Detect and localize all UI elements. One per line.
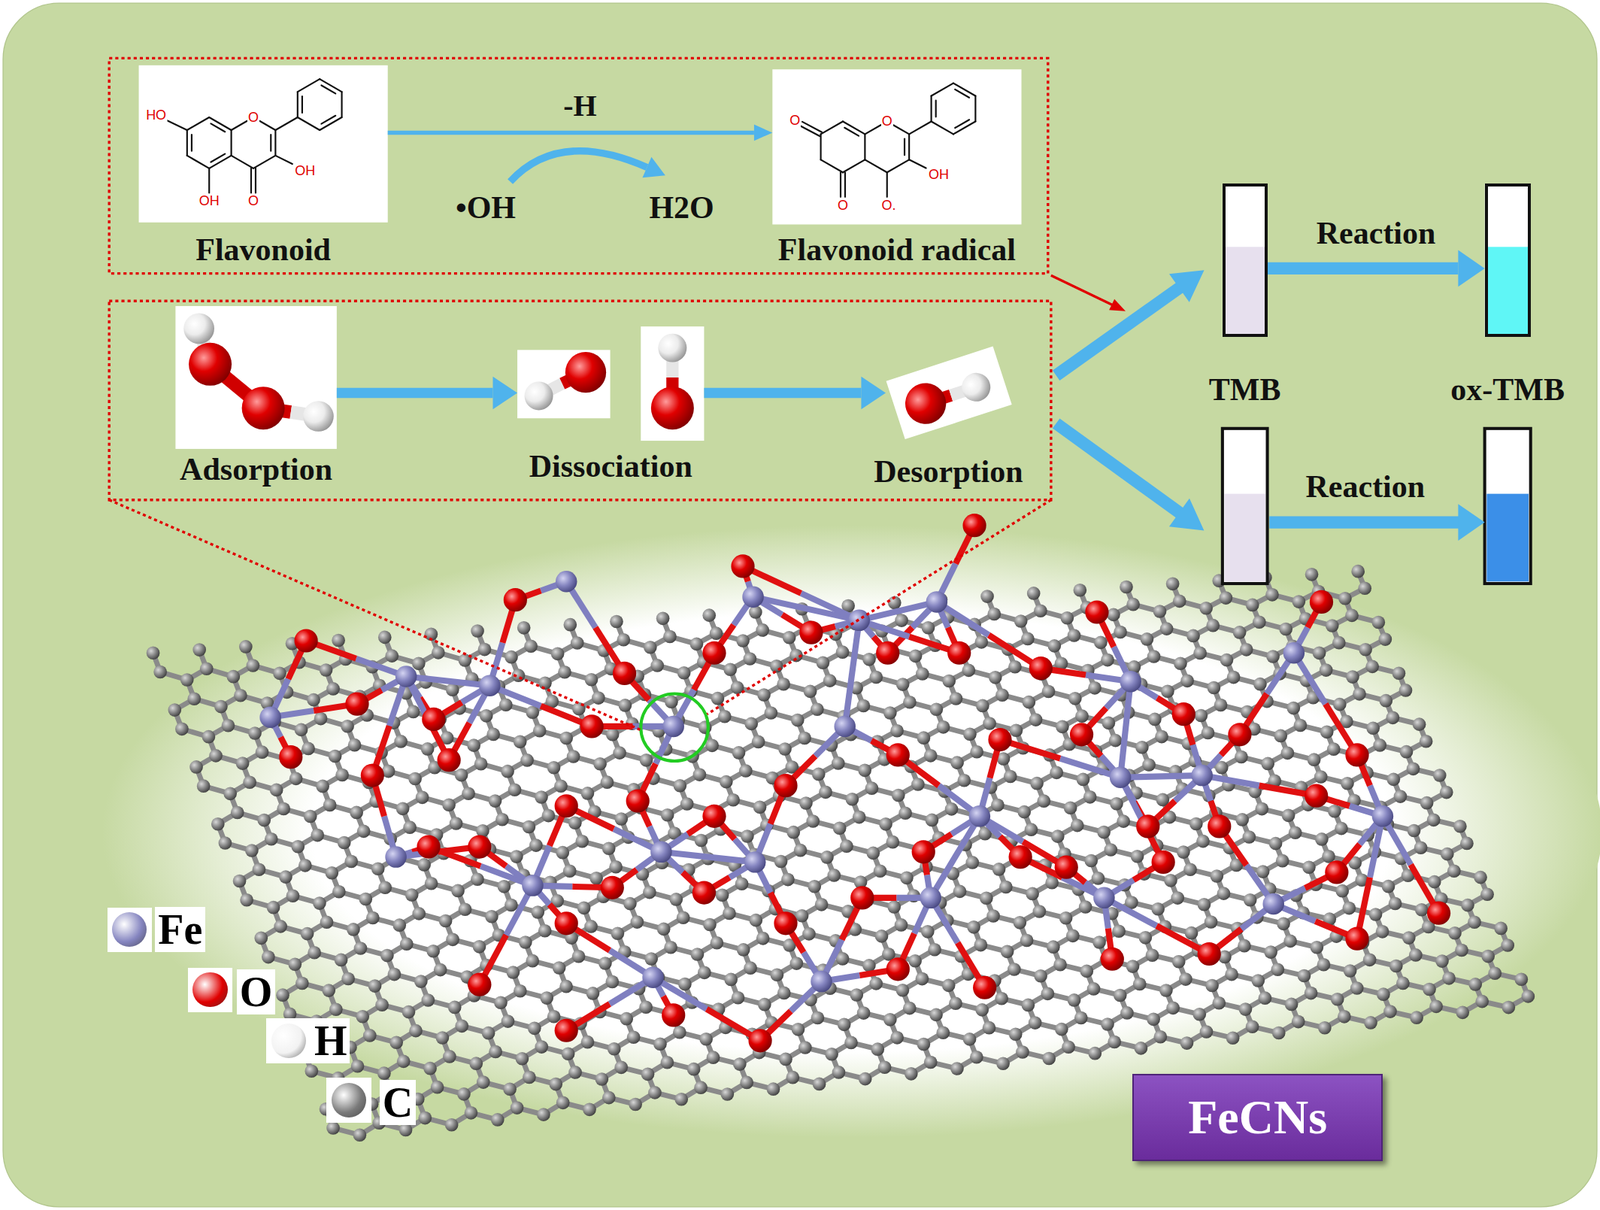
tube-fill — [1222, 183, 1268, 337]
box-title: FeCNs — [1187, 1093, 1328, 1142]
h2o2-molecule — [175, 306, 337, 449]
atom-label: O — [881, 114, 894, 128]
arrow-head — [492, 376, 518, 410]
tube-liquid — [1486, 493, 1529, 582]
arrow-shaft — [387, 130, 755, 135]
atom-label: O — [247, 193, 260, 208]
flavonoid-radical-structure: Flavonoid radicalOOOHOO. — [772, 69, 1022, 225]
material-label-box: FeCNs — [1132, 1073, 1383, 1162]
desorption-step: Desorption — [885, 346, 1012, 440]
atom-label: OH — [198, 193, 221, 208]
glow-ellipse — [102, 525, 1600, 1138]
atom-label: O — [247, 110, 260, 125]
caption: Desorption — [873, 454, 1023, 489]
text-label: Reaction — [1306, 469, 1426, 504]
arrow-shaft — [703, 387, 861, 399]
dotted-frame — [109, 57, 1049, 273]
zoom-line — [707, 500, 1052, 715]
text-label: •OH — [455, 189, 516, 225]
atom-label: O — [836, 198, 849, 213]
legend-backdrop — [107, 907, 153, 953]
tube-liquid — [1224, 246, 1266, 335]
arrow-head — [642, 157, 665, 178]
text-label: H2O — [648, 189, 714, 225]
flow-arrow — [336, 376, 518, 410]
legend-backdrop — [187, 967, 234, 1013]
radical-skeleton — [800, 83, 976, 197]
tube-liquid — [1224, 493, 1266, 582]
flavonoid-skeleton — [166, 78, 342, 193]
curved-arrow — [510, 151, 648, 182]
legend-swatch — [271, 1023, 307, 1058]
caption: Dissociation — [529, 448, 693, 484]
caption: Flavonoid radical — [778, 232, 1016, 267]
flavonoid-structure: FlavonoidHOOOHOHO — [139, 65, 388, 223]
atom-label: HO — [145, 108, 167, 122]
zoom-line — [109, 500, 642, 731]
test-tube — [1222, 428, 1268, 584]
legend-swatch — [331, 1082, 367, 1118]
legend-label: O — [236, 969, 276, 1015]
atom-label: OH — [927, 167, 950, 182]
adsorption-step: Adsorption — [175, 306, 337, 449]
structure-panel — [139, 65, 388, 223]
tmb-tube: TMB — [1222, 183, 1268, 337]
arrow-shaft — [336, 387, 494, 399]
caption: ox-TMB — [1450, 372, 1565, 407]
arrow-head — [860, 376, 886, 410]
arrow-head — [1457, 250, 1485, 288]
block-arrow — [1045, 256, 1215, 390]
test-tube — [1484, 428, 1531, 584]
tube-fill — [1484, 183, 1531, 337]
graphene-sheet — [146, 564, 1535, 1142]
legend-label: H — [311, 1018, 351, 1064]
flow-arrow — [703, 376, 886, 410]
active-site-circle — [640, 693, 709, 762]
edge-label: -H — [563, 89, 597, 123]
fe-o-network — [259, 513, 1451, 1052]
caption: Adsorption — [179, 451, 333, 487]
block-arrow — [1045, 409, 1215, 545]
legend-backdrop — [266, 1018, 312, 1064]
flow-arrow — [1267, 250, 1485, 288]
edge-label: Reaction — [1316, 215, 1437, 250]
atom-label: OH — [293, 163, 316, 178]
oh-molecule — [886, 346, 1013, 440]
atom-label: O. — [881, 198, 897, 213]
oh-fragments — [517, 326, 704, 441]
legend-label: C — [379, 1079, 416, 1125]
flow-arrow — [387, 124, 773, 142]
atom-label: O — [788, 113, 801, 128]
legend-swatch — [192, 972, 228, 1007]
arrow-head — [754, 124, 773, 142]
dissociation-step: Dissociation — [517, 326, 704, 441]
structure-panel — [772, 69, 1022, 225]
legend-label: Fe — [154, 906, 206, 952]
red-arrow — [1048, 269, 1128, 317]
dotted-frame — [109, 300, 1052, 500]
caption: Flavonoid — [195, 232, 331, 267]
caption: TMB — [1209, 372, 1282, 407]
legend-swatch — [112, 912, 147, 947]
block-arrow — [1269, 503, 1485, 541]
tube-liquid — [1486, 246, 1529, 335]
ox-tmb-tube: ox-TMB — [1484, 183, 1531, 337]
legend-backdrop — [326, 1077, 372, 1123]
arrow-shaft — [1267, 262, 1459, 275]
